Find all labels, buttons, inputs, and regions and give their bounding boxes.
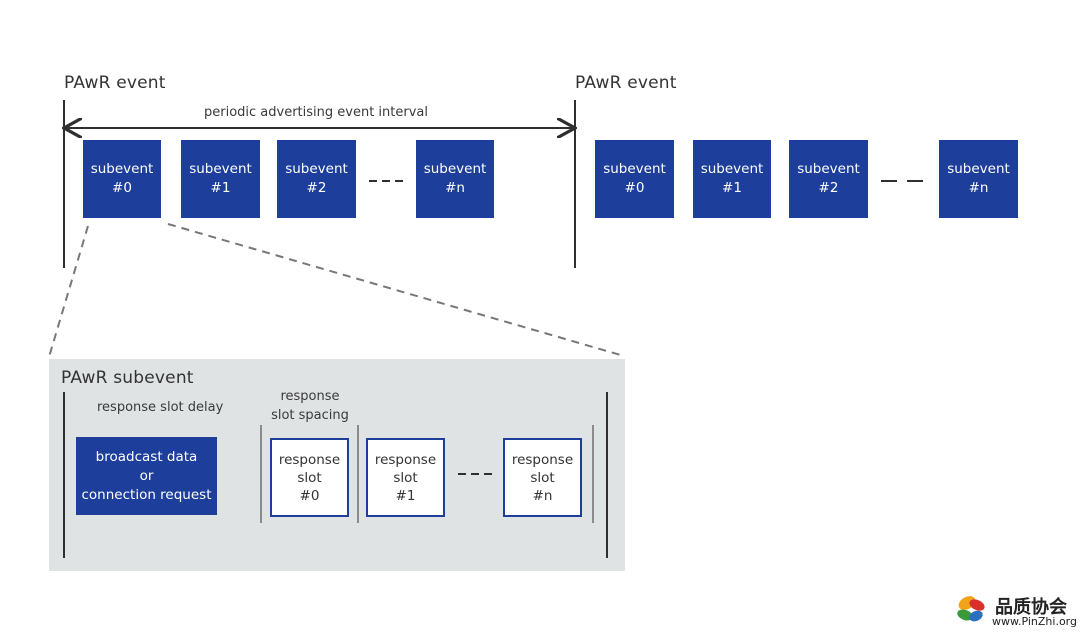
interval-label: periodic advertising event interval — [204, 105, 428, 120]
pinzhi-logo-icon — [957, 596, 985, 622]
slot-divider — [592, 425, 594, 523]
spacing-label-line1: response — [280, 389, 340, 404]
subevent-index: #0 — [112, 180, 132, 196]
broadcast-line1: broadcast data — [95, 448, 198, 465]
subevent-2-1: subevent #1 — [693, 140, 771, 218]
delay-label: response slot delay — [97, 400, 224, 415]
subevent-label: subevent — [947, 161, 1010, 177]
event-title-2: PAwR event — [575, 73, 677, 93]
slot-ellipsis-dashes — [458, 473, 494, 475]
subevent-label: subevent — [603, 161, 666, 177]
response-slot-0: response slot #0 — [270, 438, 349, 517]
subevent-index: #n — [968, 180, 989, 196]
subevent-index: #2 — [306, 180, 327, 196]
zoom-line-right — [167, 223, 625, 357]
subevent-label: subevent — [189, 161, 252, 177]
ellipsis-dashes-2 — [881, 180, 925, 182]
panel-boundary-left — [63, 392, 65, 558]
panel-boundary-right — [606, 392, 608, 558]
panel-title: PAwR subevent — [61, 368, 194, 388]
slot-line2: slot — [530, 469, 555, 486]
spacing-label-line2: slot spacing — [271, 408, 349, 423]
subevent-index: #1 — [210, 180, 231, 196]
ellipsis-dashes-1 — [369, 180, 405, 182]
subevent-index: #1 — [722, 180, 742, 196]
subevent-label: subevent — [285, 161, 348, 177]
slot-line3: #n — [532, 487, 553, 504]
watermark-name: 品质协会 — [995, 597, 1067, 618]
subevent-index: #0 — [624, 180, 645, 196]
subevent-2-2: subevent #2 — [789, 140, 868, 218]
slot-divider — [260, 425, 262, 523]
subevent-2-n: subevent #n — [939, 140, 1018, 218]
subevent-1-n: subevent #n — [416, 140, 494, 218]
subevent-label: subevent — [797, 161, 860, 177]
subevent-1-1: subevent #1 — [181, 140, 260, 218]
subevent-1-0: subevent #0 — [83, 140, 161, 218]
response-slot-n: response slot #n — [503, 438, 582, 517]
subevent-2-0: subevent #0 — [595, 140, 674, 218]
broadcast-line2: or — [139, 467, 154, 484]
slot-line1: response — [278, 451, 341, 468]
slot-divider — [357, 425, 359, 523]
spacing-label: response slot spacing — [262, 387, 358, 425]
event-title-1: PAwR event — [64, 73, 166, 93]
broadcast-line3: connection request — [81, 486, 212, 503]
slot-line1: response — [374, 451, 437, 468]
response-slot-1: response slot #1 — [366, 438, 445, 517]
zoom-line-left — [48, 225, 89, 358]
broadcast-block: broadcast data or connection request — [76, 437, 217, 515]
slot-line2: slot — [393, 469, 418, 486]
watermark-url: www.PinZhi.org — [992, 615, 1077, 628]
subevent-label: subevent — [700, 161, 764, 177]
subevent-label: subevent — [423, 161, 487, 177]
subevent-1-2: subevent #2 — [277, 140, 356, 218]
event-boundary-1 — [63, 100, 65, 268]
slot-line1: response — [511, 451, 574, 468]
slot-line3: #1 — [395, 487, 416, 504]
subevent-label: subevent — [90, 161, 154, 177]
subevent-index: #2 — [818, 180, 839, 196]
slot-line2: slot — [297, 469, 322, 486]
subevent-index: #n — [445, 180, 465, 196]
event-boundary-2 — [574, 100, 576, 268]
slot-line3: #0 — [299, 487, 320, 504]
